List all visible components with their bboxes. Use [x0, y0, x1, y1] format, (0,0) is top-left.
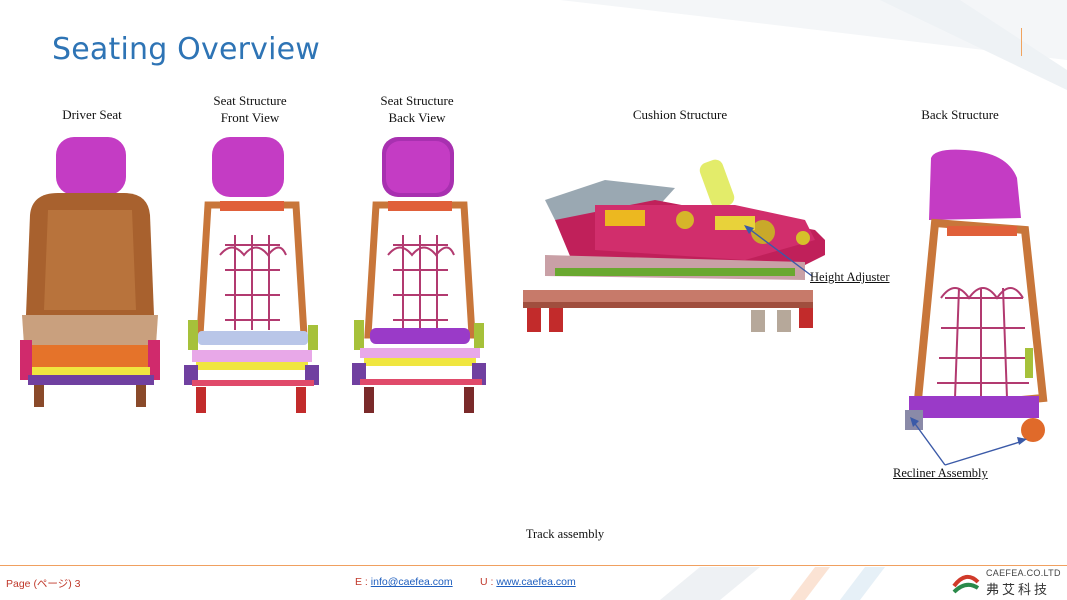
driver-seat-label: Driver Seat	[62, 107, 122, 122]
email-label: E :	[355, 576, 368, 588]
cushion-structure-label: Cushion Structure	[632, 107, 728, 122]
page-number: 3	[74, 578, 81, 590]
company-logo: CAEFEA.CO.LTD 弗艾科技	[950, 568, 1065, 598]
page-indicator: Page (ページ) 3	[6, 576, 81, 591]
recliner-assembly-callout: Recliner Assembly	[893, 466, 988, 480]
footer-email: E : info@caefea.com	[355, 576, 453, 588]
driver-seat-image	[18, 135, 163, 415]
website-link[interactable]: www.caefea.com	[496, 576, 576, 588]
cushion-structure-image	[515, 150, 825, 355]
logo-icon	[952, 574, 980, 594]
recliner-assembly-arrows	[910, 417, 1027, 466]
page-prefix: Page (ページ)	[6, 578, 72, 590]
back-view-label: Seat Structure Back View	[357, 92, 477, 126]
track-assembly-label: Track assembly	[525, 527, 605, 541]
footer-url: U : www.caefea.com	[480, 576, 576, 588]
front-view-label-line2: Front View	[220, 110, 280, 125]
back-view-label-line1: Seat Structure	[380, 93, 454, 108]
accent-line	[1021, 28, 1022, 56]
logo-company-en: CAEFEA.CO.LTD	[986, 568, 1061, 578]
back-structure-label: Back Structure	[921, 107, 999, 122]
height-adjuster-callout: Height Adjuster	[810, 270, 890, 284]
page-title: Seating Overview	[52, 32, 321, 67]
height-adjuster-arrow	[744, 225, 813, 277]
back-structure-image	[895, 148, 1055, 458]
front-view-image	[180, 135, 325, 420]
logo-company-cn: 弗艾科技	[986, 583, 1051, 598]
url-label: U :	[480, 576, 494, 588]
back-view-label-line2: Back View	[388, 110, 446, 125]
background-decoration	[560, 0, 1067, 90]
front-view-label-line1: Seat Structure	[213, 93, 287, 108]
front-view-label: Seat Structure Front View	[190, 92, 310, 126]
footer-decoration	[660, 567, 885, 600]
email-link[interactable]: info@caefea.com	[370, 576, 453, 588]
back-view-image	[348, 135, 493, 420]
footer-rule	[0, 565, 1067, 566]
